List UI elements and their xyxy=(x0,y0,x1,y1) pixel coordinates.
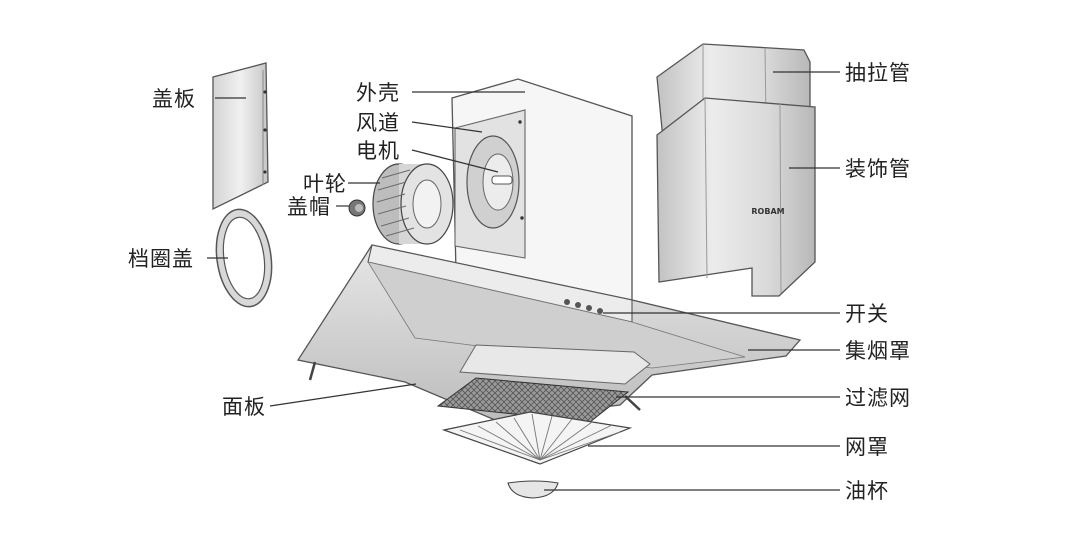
label-decorative-pipe: 装饰管 xyxy=(845,157,911,181)
label-shell: 外壳 xyxy=(356,81,400,105)
ring-cover xyxy=(215,208,273,308)
impeller xyxy=(372,163,454,245)
oil-cup xyxy=(507,480,559,499)
label-ring-cover: 档圈盖 xyxy=(128,247,194,271)
cover-plate xyxy=(212,62,269,211)
cap xyxy=(348,199,366,217)
label-panel: 面板 xyxy=(222,395,266,419)
label-impeller: 叶轮 xyxy=(303,172,347,196)
label-oil-cup: 油杯 xyxy=(845,479,889,503)
label-smoke-collecting-hood: 集烟罩 xyxy=(845,339,911,363)
label-cap: 盖帽 xyxy=(287,195,331,219)
brand-logo: ROBAM xyxy=(751,207,784,216)
leader-lines xyxy=(207,71,840,491)
label-motor: 电机 xyxy=(356,139,400,163)
decorative-pipe: ROBAM xyxy=(656,97,816,297)
label-mesh-cover: 网罩 xyxy=(845,435,889,459)
label-duct: 风道 xyxy=(356,111,400,135)
label-filter-mesh: 过滤网 xyxy=(845,386,911,410)
label-pull-pipe: 抽拉管 xyxy=(845,61,911,85)
smoke-collecting-hood xyxy=(296,244,802,421)
shell xyxy=(451,78,633,301)
mesh-cover xyxy=(441,411,633,465)
label-switch: 开关 xyxy=(845,302,889,326)
part-labels: 盖板 档圈盖 叶轮 盖帽 外壳 风道 电机 抽拉管 装饰管 开关 集烟罩 面板 … xyxy=(128,61,911,503)
label-cover-plate: 盖板 xyxy=(152,87,196,111)
